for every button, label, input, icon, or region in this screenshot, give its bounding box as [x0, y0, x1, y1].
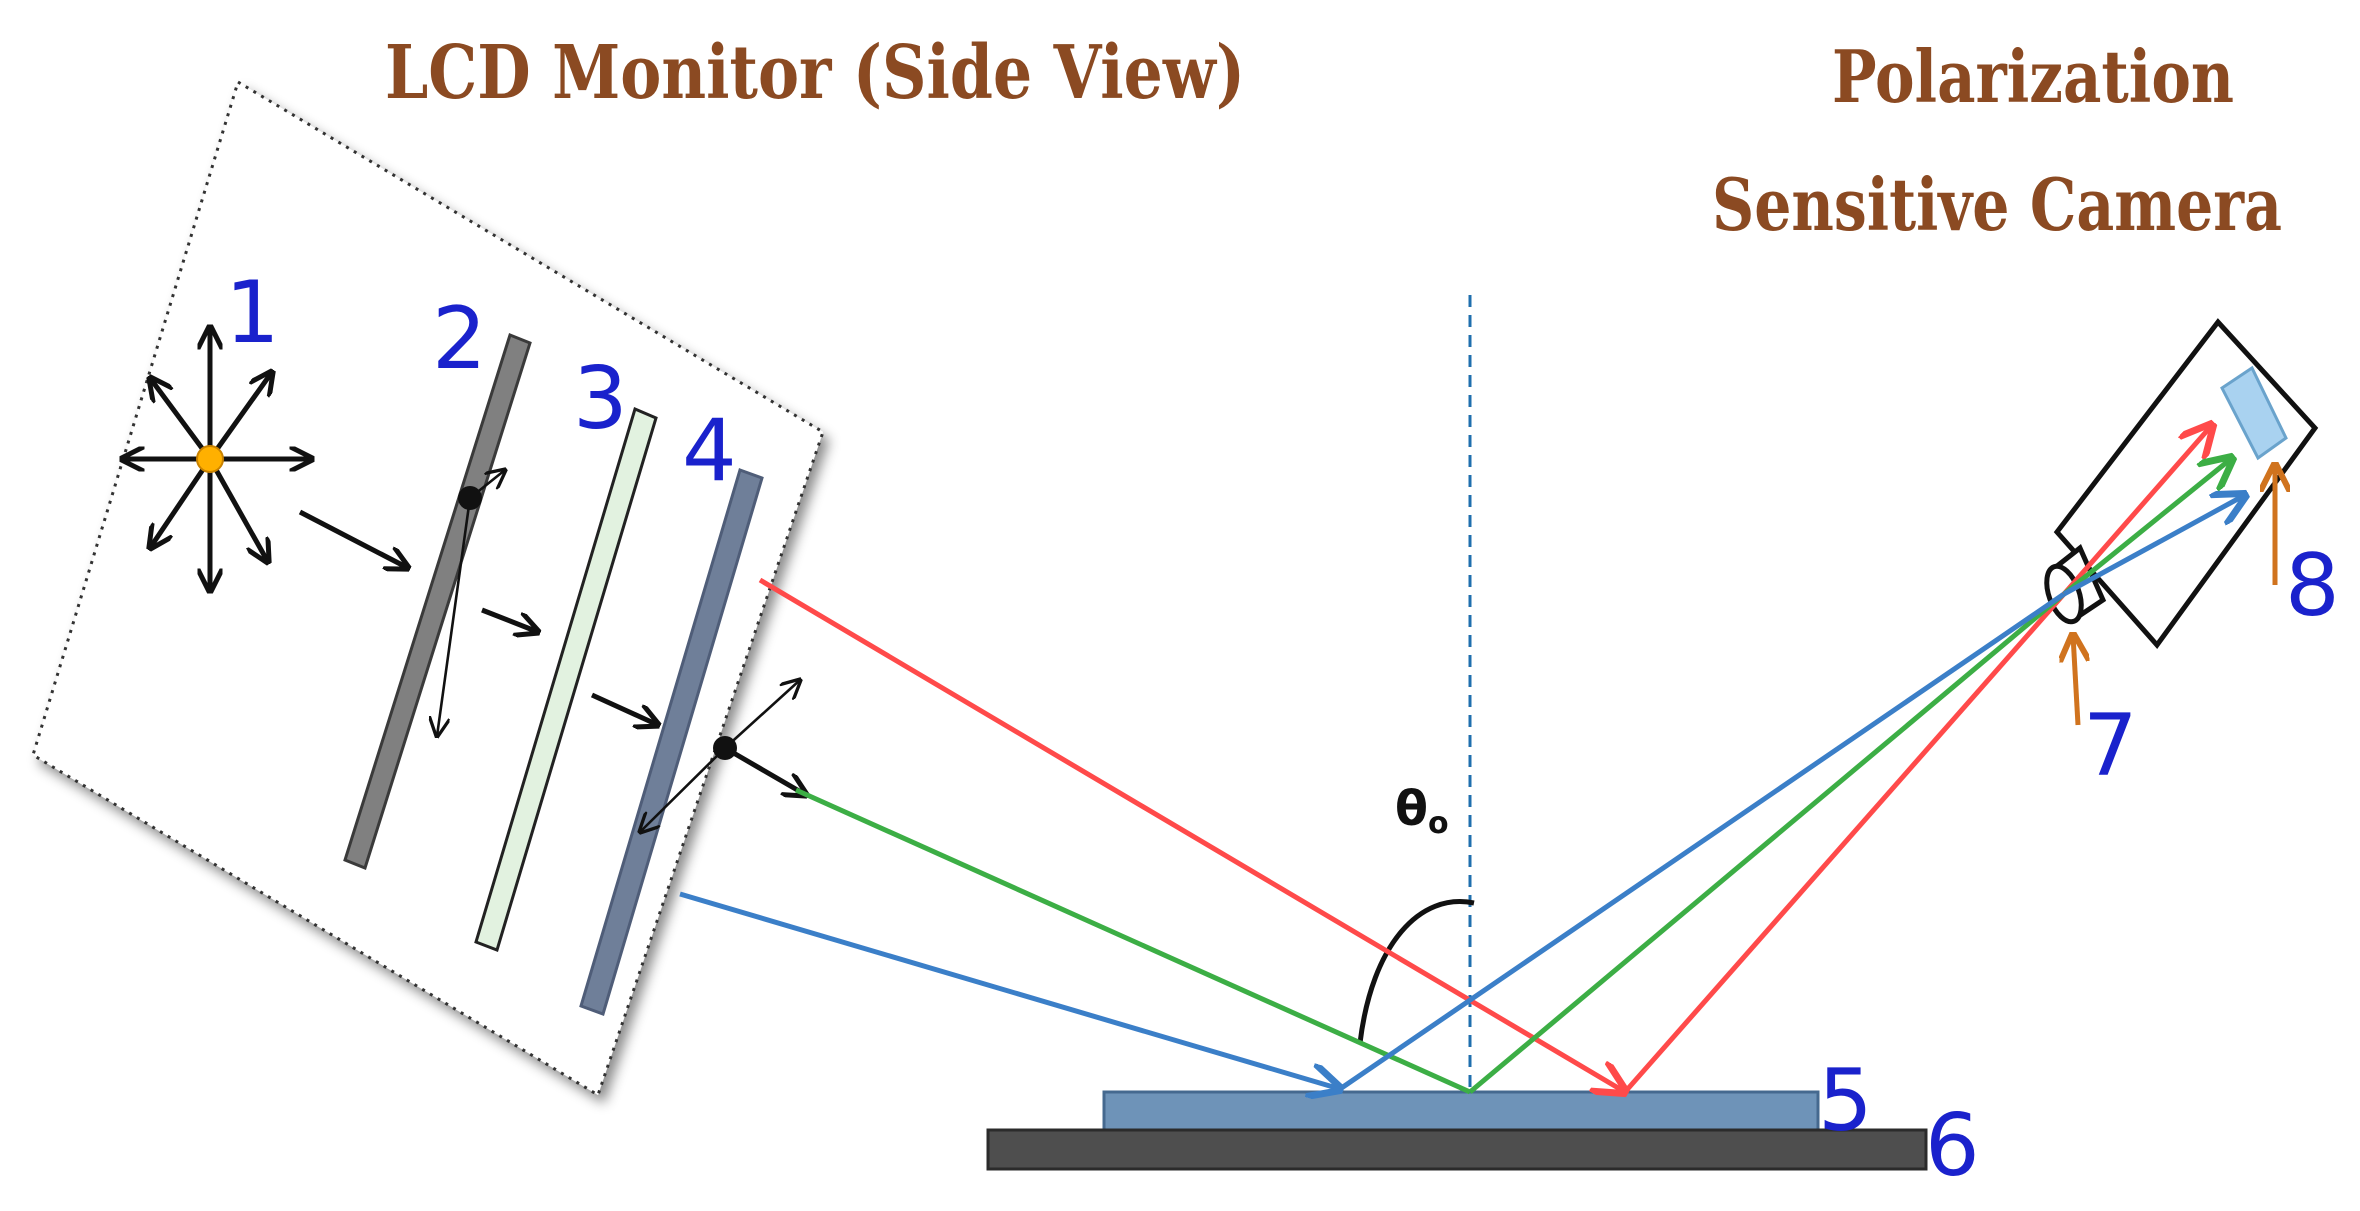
reflected-ray-green	[1468, 592, 2066, 1094]
incidence-angle-label: θo	[1395, 781, 1449, 841]
label-2: 2	[432, 289, 487, 389]
polarization-dot-icon	[640, 680, 806, 832]
camera-title-line1: Polarization	[1832, 34, 2234, 119]
label-6: 6	[1925, 1096, 1980, 1196]
label-7: 7	[2083, 696, 2138, 796]
lens-callout-arrow	[2073, 635, 2078, 726]
sun-burst-icon	[122, 327, 312, 591]
light-path-arrow	[590, 692, 658, 725]
incident-ray-green	[794, 787, 1472, 1095]
incident-ray-red	[758, 577, 1625, 1092]
camera-ray-green	[2062, 458, 2232, 596]
camera-ray-blue	[2062, 495, 2245, 597]
analyzer-plate	[579, 468, 764, 1016]
label-4: 4	[682, 401, 737, 501]
label-1: 1	[225, 263, 280, 363]
label-5: 5	[1818, 1051, 1873, 1151]
polarization-dot-icon	[437, 470, 505, 736]
camera-ray-red	[2062, 425, 2212, 596]
sample-layer	[1102, 1090, 1820, 1132]
reflected-ray-red	[1623, 592, 2066, 1094]
substrate	[986, 1128, 1928, 1171]
liquid-crystal-plate	[474, 406, 658, 952]
light-path-arrow	[298, 509, 408, 568]
label-3: 3	[573, 349, 628, 449]
sensor-icon	[2220, 365, 2288, 461]
monitor-title: LCD Monitor (Side View)	[385, 30, 1245, 116]
monitor-housing	[31, 79, 825, 1098]
light-path-arrow	[481, 607, 538, 632]
reflected-ray-blue	[1338, 591, 2066, 1092]
label-8: 8	[2285, 536, 2340, 636]
incident-ray-blue	[679, 891, 1340, 1089]
camera-title-line2: Sensitive Camera	[1712, 162, 2282, 247]
polarizer-plate	[343, 333, 532, 870]
incidence-angle-arc	[1357, 899, 1475, 1044]
